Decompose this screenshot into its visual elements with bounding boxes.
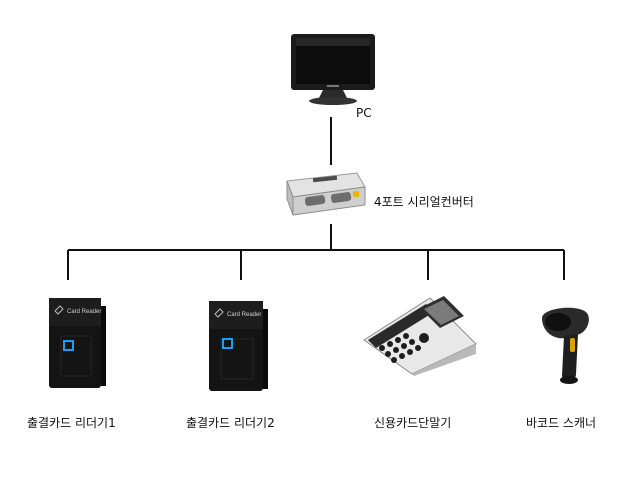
reader2-device-text: Card Reader	[227, 312, 261, 318]
barcode-scanner-icon	[542, 307, 589, 384]
scanner-label: 바코드 스캐너	[526, 416, 597, 430]
reader1-label: 출결카드 리더기1	[27, 416, 116, 430]
reader1-device-text: Card Reader	[67, 309, 101, 315]
terminal-label: 신용카드단말기	[374, 416, 452, 430]
serial-converter-icon	[286, 172, 366, 216]
pc-label: PC	[356, 106, 372, 120]
converter-label: 4포트 시리얼컨버터	[374, 195, 474, 209]
card-reader-icon: Card Reader	[209, 301, 268, 391]
monitor-icon	[291, 34, 375, 105]
reader2-label: 출결카드 리더기2	[186, 416, 275, 430]
card-reader-icon: Card Reader	[49, 298, 106, 388]
payment-terminal-icon	[363, 296, 477, 376]
